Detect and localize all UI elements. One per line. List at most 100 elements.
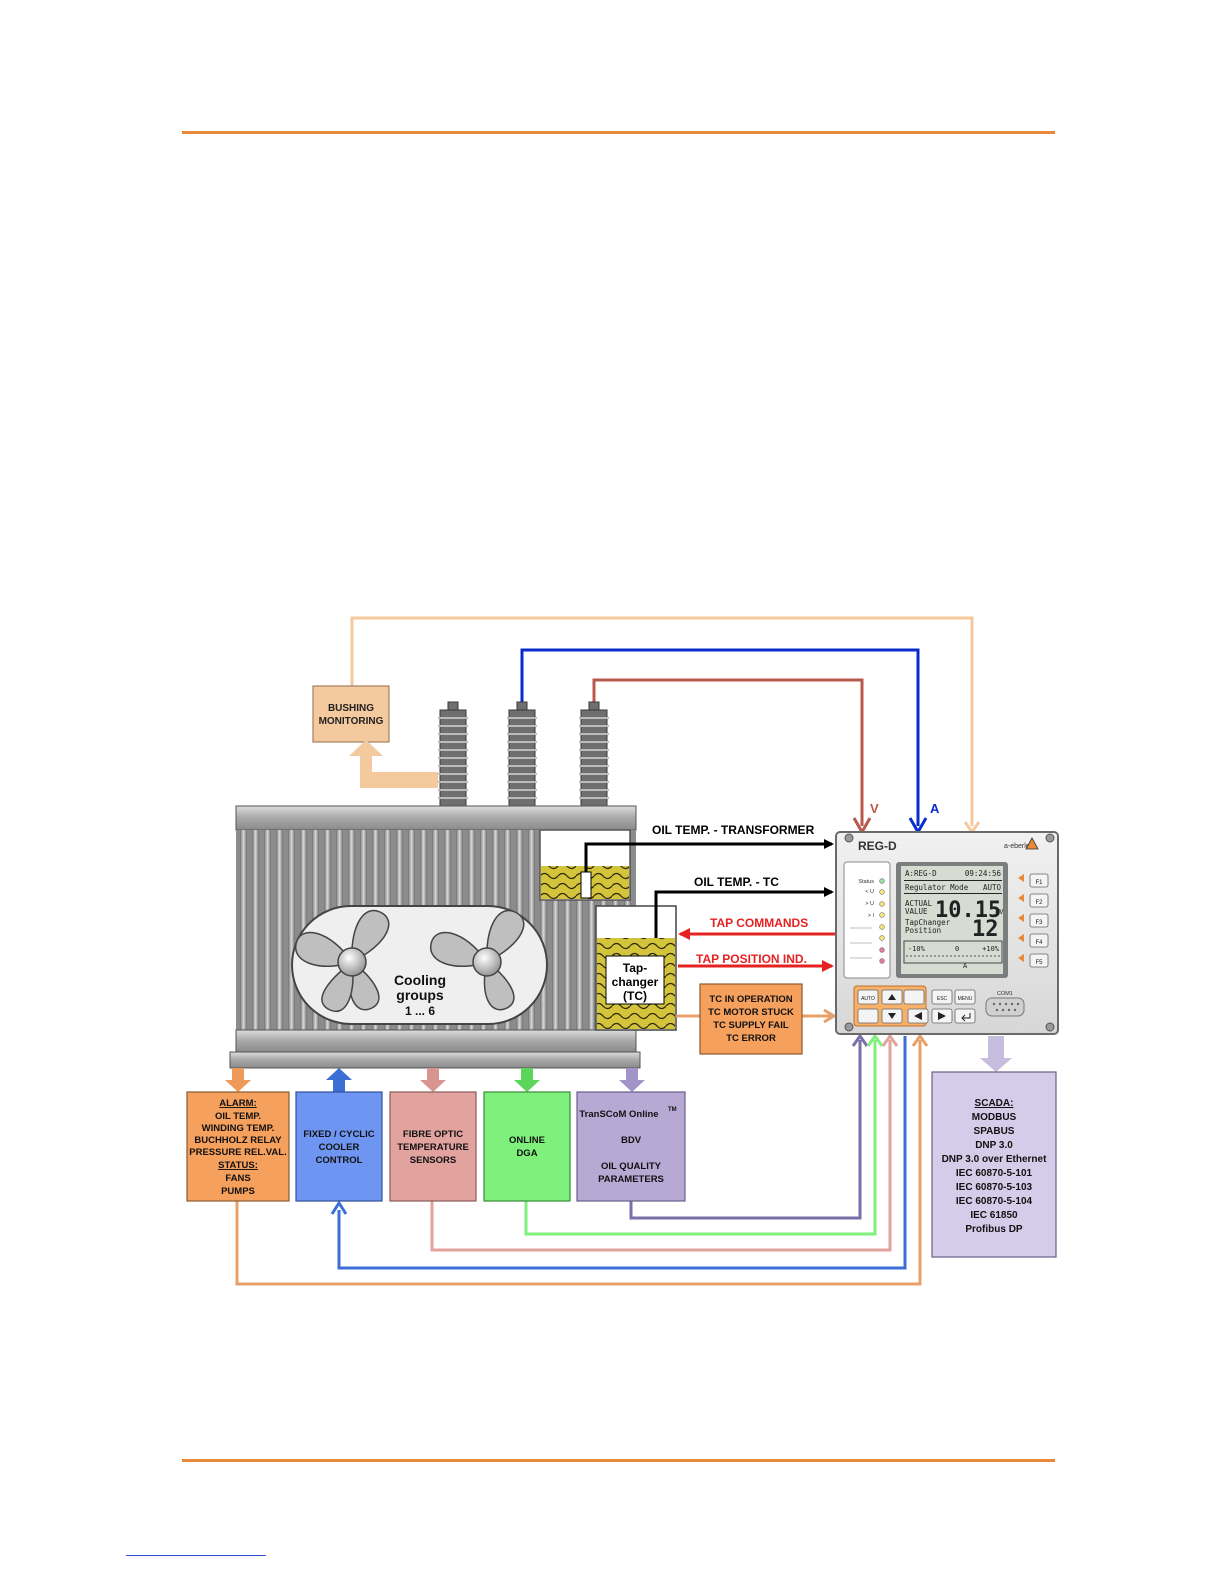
status-leds — [879, 878, 885, 964]
bushing-sheds — [438, 717, 609, 799]
online-dga-box: ONLINE DGA — [483, 1091, 571, 1202]
lcd-position: 12 — [972, 917, 999, 942]
footer-rule — [182, 1459, 1055, 1462]
svg-text:AUTO: AUTO — [983, 883, 1002, 892]
down-arrow-icon — [888, 1013, 896, 1019]
svg-text:TM: TM — [668, 1107, 677, 1113]
svg-text:IEC 61850: IEC 61850 — [970, 1210, 1018, 1221]
footnote-link-underline — [126, 1555, 266, 1556]
svg-text:FANS: FANS — [225, 1173, 250, 1184]
enter-button[interactable] — [954, 1008, 976, 1024]
svg-text:DNP 3.0 over Ethernet: DNP 3.0 over Ethernet — [942, 1154, 1048, 1165]
lcd-big-value: 10.15 — [935, 898, 1001, 923]
brand-logo-icon — [1025, 837, 1039, 850]
svg-text:ESC: ESC — [937, 996, 948, 1002]
svg-text:DNP 3.0: DNP 3.0 — [975, 1140, 1013, 1151]
device-brand: a-eberle — [1004, 843, 1030, 850]
svg-text:> I: > I — [868, 913, 875, 919]
f2-key[interactable] — [1029, 893, 1049, 908]
svg-text:MONITORING: MONITORING — [319, 716, 384, 727]
svg-text:changer: changer — [612, 975, 659, 989]
tank-to-box-arrows — [225, 1068, 645, 1092]
svg-text:FIXED / CYCLIC: FIXED / CYCLIC — [303, 1129, 374, 1140]
svg-text:PRESSURE REL.VAL.: PRESSURE REL.VAL. — [189, 1147, 286, 1158]
svg-text:TC SUPPLY FAIL: TC SUPPLY FAIL — [713, 1020, 789, 1031]
svg-text:A: A — [963, 962, 968, 970]
svg-text:Tap-: Tap- — [623, 961, 647, 975]
esc-button[interactable] — [931, 989, 953, 1005]
scada-arrow — [980, 1036, 1012, 1072]
menu-button[interactable] — [954, 989, 976, 1005]
svg-text:TEMPERATURE: TEMPERATURE — [397, 1142, 469, 1153]
tc-status-box: TC IN OPERATION TC MOTOR STUCK TC SUPPLY… — [699, 983, 803, 1055]
f4-key[interactable] — [1029, 933, 1049, 948]
f1-key[interactable] — [1029, 873, 1049, 888]
svg-text:< U: < U — [865, 889, 874, 895]
svg-text:SENSORS: SENSORS — [410, 1155, 456, 1166]
voltage-label: V — [870, 801, 879, 816]
transcom-online-box: TranSCoM Online TM BDV OIL QUALITY PARAM… — [576, 1091, 686, 1202]
fibre-optic-box: FIBRE OPTIC TEMPERATURE SENSORS — [389, 1091, 477, 1202]
current-label: A — [930, 801, 940, 816]
bushing-signal-line — [350, 616, 974, 826]
enter-icon — [961, 1013, 971, 1022]
svg-text:STATUS:: STATUS: — [218, 1160, 258, 1171]
svg-text:0: 0 — [955, 945, 959, 953]
oil-temp-tc-line — [654, 887, 834, 938]
svg-text:FIBRE OPTIC: FIBRE OPTIC — [403, 1129, 463, 1140]
oil-temp-tc-label: OIL TEMP. - TC — [694, 875, 779, 889]
com1-port[interactable] — [985, 997, 1025, 1017]
mode-button[interactable] — [903, 989, 925, 1005]
svg-text:Regulator Mode: Regulator Mode — [905, 883, 969, 892]
up-arrow-icon — [888, 994, 896, 1000]
svg-text:F1: F1 — [1035, 880, 1043, 886]
svg-text:Status: Status — [858, 879, 874, 885]
alarm-feedback-line — [235, 1040, 922, 1286]
svg-text:Profibus DP: Profibus DP — [965, 1224, 1023, 1235]
svg-text:OIL TEMP.: OIL TEMP. — [215, 1111, 261, 1122]
svg-text:COM1: COM1 — [997, 991, 1013, 997]
svg-text:OIL QUALITY: OIL QUALITY — [601, 1161, 662, 1172]
tap-position-label: TAP POSITION IND. — [696, 952, 807, 966]
manual-button[interactable] — [857, 1008, 879, 1024]
svg-text:IEC 60870-5-103: IEC 60870-5-103 — [956, 1182, 1033, 1193]
function-keys[interactable]: F1 F2 F3 F4 F5 — [1018, 873, 1049, 968]
device-name: REG-D — [858, 839, 897, 853]
svg-text:-10%: -10% — [908, 945, 926, 953]
voltage-line — [592, 678, 864, 826]
bushing-monitoring-box: BUSHING MONITORING — [312, 685, 390, 743]
auto-button[interactable] — [857, 989, 879, 1005]
oil-temp-transformer-line — [584, 839, 834, 872]
svg-text:SPABUS: SPABUS — [974, 1126, 1015, 1137]
svg-text:MODBUS: MODBUS — [972, 1112, 1017, 1123]
svg-text:MENU: MENU — [958, 996, 973, 1002]
svg-text:PUMPS: PUMPS — [221, 1186, 255, 1197]
svg-text:kV: kV — [995, 908, 1004, 916]
svg-text:A:REG-D: A:REG-D — [905, 869, 937, 878]
alarm-status-box: ALARM: OIL TEMP. WINDING TEMP. BUCHHOLZ … — [186, 1091, 290, 1202]
svg-text:BUSHING: BUSHING — [328, 703, 374, 714]
svg-text:ONLINE: ONLINE — [509, 1135, 545, 1146]
svg-text:Position: Position — [905, 926, 941, 935]
svg-text:(TC): (TC) — [623, 989, 647, 1003]
dga-feedback-line — [524, 1040, 877, 1236]
svg-text:TC ERROR: TC ERROR — [726, 1033, 776, 1044]
bushing-feedback-arrow — [349, 740, 438, 788]
svg-text:F4: F4 — [1035, 940, 1043, 946]
svg-text:TapChanger: TapChanger — [905, 918, 951, 927]
svg-text:+10%: +10% — [982, 945, 1000, 953]
f3-key[interactable] — [1029, 913, 1049, 928]
tap-commands-label: TAP COMMANDS — [710, 916, 808, 930]
cooling-label-1: Cooling — [394, 972, 446, 988]
svg-text:IEC 60870-5-101: IEC 60870-5-101 — [956, 1168, 1033, 1179]
lcd-screen: A:REG-D 09:24:56 Regulator Mode AUTO ACT… — [903, 869, 1004, 970]
svg-text:BDV: BDV — [621, 1135, 642, 1146]
svg-text:DGA: DGA — [516, 1148, 537, 1159]
f5-key[interactable] — [1029, 953, 1049, 968]
fibre-feedback-line — [430, 1040, 892, 1252]
svg-text:CONTROL: CONTROL — [316, 1155, 363, 1166]
cooler-control-box: FIXED / CYCLIC COOLER CONTROL — [295, 1091, 383, 1202]
right-arrow-icon — [938, 1012, 946, 1020]
current-line — [520, 648, 920, 826]
